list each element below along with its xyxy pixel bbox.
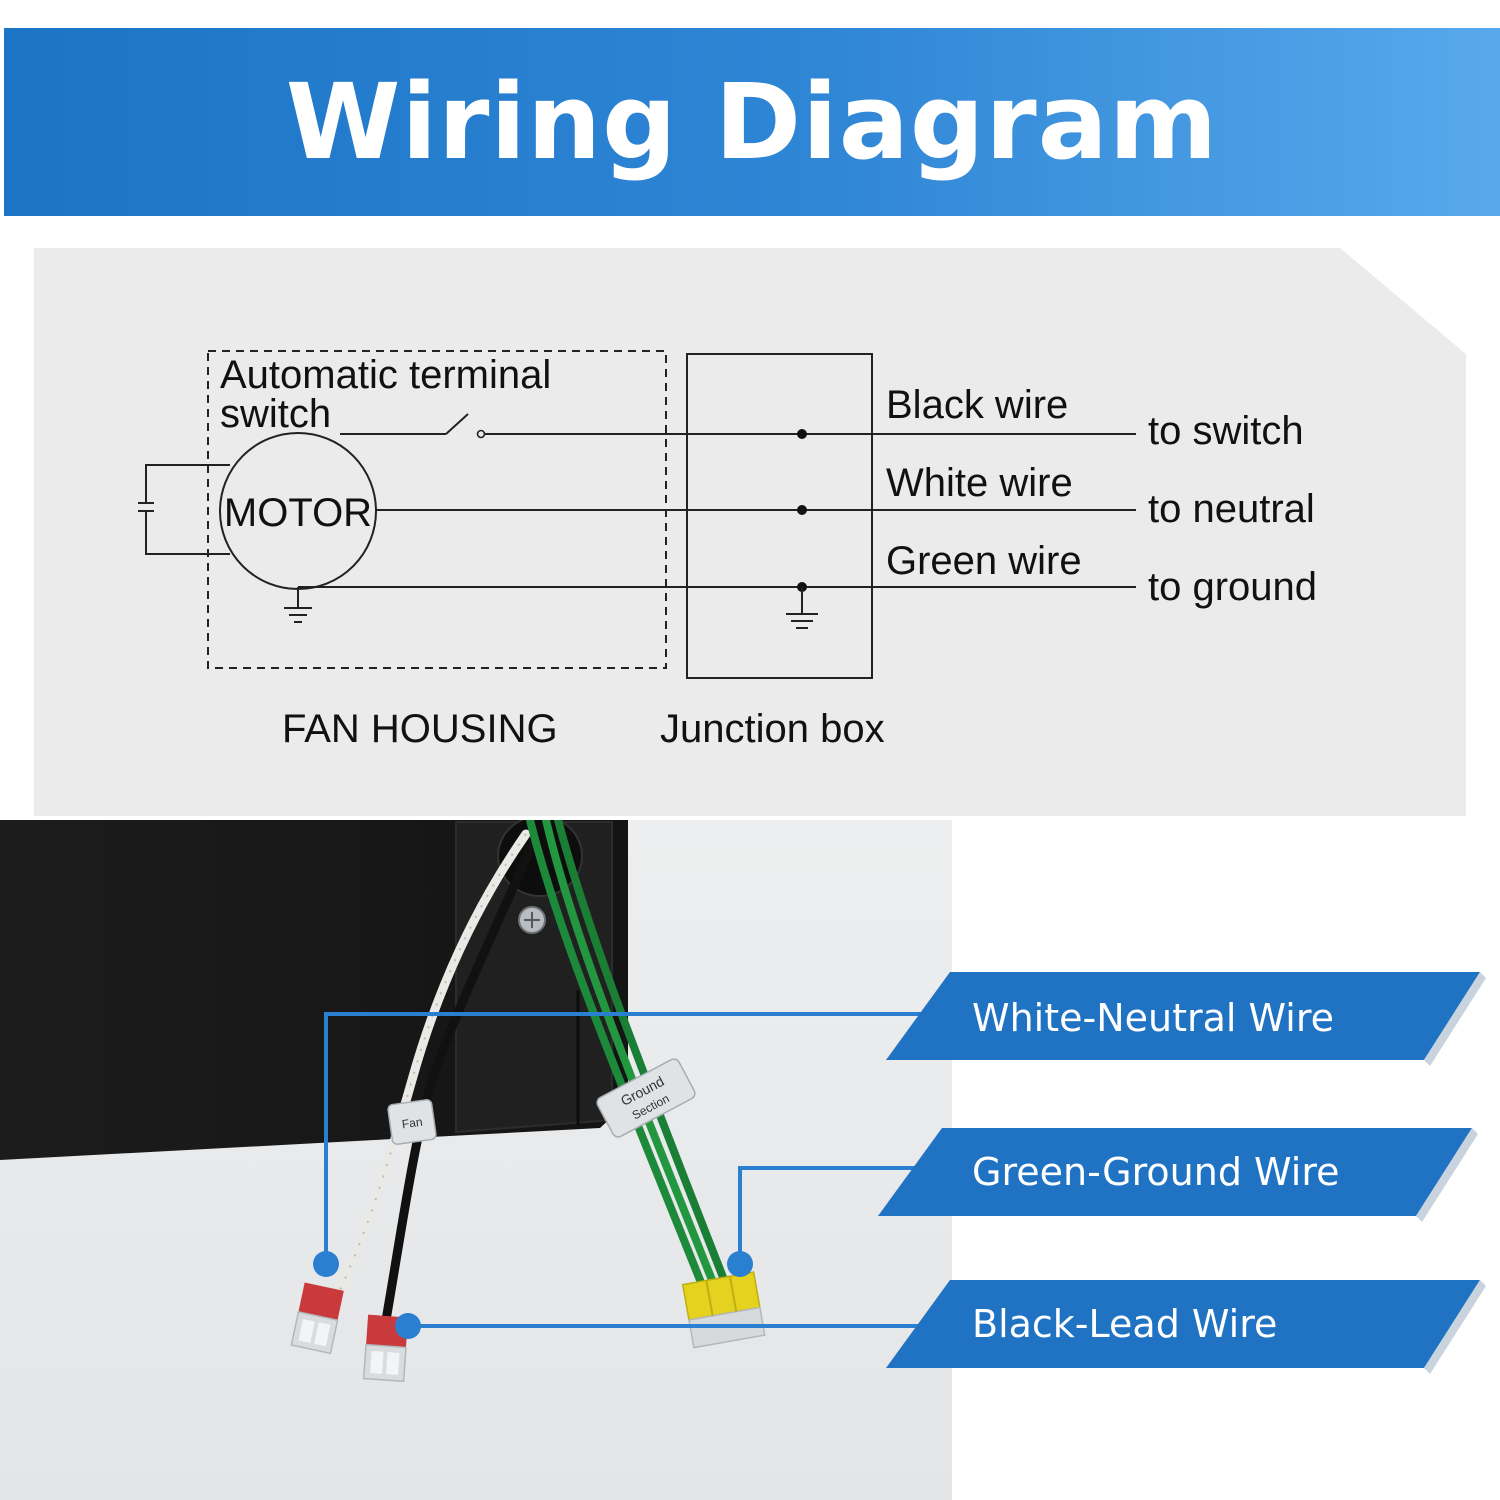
- leader-white-neutral: [324, 1012, 925, 1264]
- white-wire-shadow: [339, 833, 527, 1291]
- switch-label-line1: Automatic terminal: [220, 353, 551, 397]
- callout-shadow-white-neutral: [1424, 972, 1486, 1066]
- leader-dot-green-ground: [727, 1251, 753, 1277]
- callout-green-ground: Green-Ground Wire: [972, 1150, 1340, 1194]
- switch-lever: [445, 413, 469, 435]
- green-wire-c: [554, 820, 732, 1294]
- schematic-panel: Automatic terminal switch MOTOR Black wi…: [34, 248, 1466, 816]
- fan-housing-label: FAN HOUSING: [282, 707, 558, 751]
- wire-name-white: White wire: [886, 461, 1073, 505]
- junction-box-label: Junction box: [660, 707, 885, 751]
- red-connector-white: [290, 1282, 344, 1355]
- motor-ground-icon: [284, 587, 312, 623]
- leader-green-ground: [738, 1166, 915, 1264]
- fan-tag: Fan: [387, 1099, 437, 1145]
- panel-background: [34, 248, 1466, 816]
- page-title: Wiring Diagram: [285, 61, 1219, 183]
- callout-white-neutral: White-Neutral Wire: [972, 996, 1335, 1040]
- callout-shadow-black-lead: [1424, 1280, 1486, 1374]
- leader-dot-black-lead: [395, 1313, 421, 1339]
- callout-bg-white-neutral: [886, 972, 1480, 1060]
- callout-shadow-green-ground: [1416, 1128, 1478, 1222]
- black-wire-junction-dot: [797, 429, 807, 439]
- callout-bg-green-ground: [878, 1128, 1472, 1216]
- motor-label: MOTOR: [224, 491, 372, 535]
- white-wire-junction-dot: [797, 505, 807, 515]
- capacitor-lead-top: [145, 464, 230, 503]
- yellow-connector-ground: [681, 1271, 766, 1349]
- leader-dot-white-neutral: [313, 1251, 339, 1277]
- wire-name-black: Black wire: [886, 383, 1068, 427]
- wire-dest-white: to neutral: [1148, 487, 1315, 531]
- callout-black-lead: Black-Lead Wire: [972, 1302, 1278, 1346]
- junction-box: [686, 353, 873, 679]
- capacitor-lead-bottom: [145, 511, 230, 555]
- screw-icon: [518, 906, 546, 934]
- title-banner: Wiring Diagram: [4, 28, 1500, 216]
- wiring-photo: Ground Section Fan: [0, 820, 1486, 1500]
- callout-bg-black-lead: [886, 1280, 1480, 1368]
- wire-name-green: Green wire: [886, 539, 1082, 583]
- wire-dest-black: to switch: [1148, 409, 1304, 453]
- black-wire: [381, 835, 539, 1325]
- switch-contact: [476, 429, 486, 439]
- junction-ground-icon: [786, 587, 818, 629]
- green-wire-a: [526, 820, 708, 1294]
- green-wire-b: [542, 820, 720, 1294]
- wire-dest-green: to ground: [1148, 565, 1317, 609]
- fan-tag-text: Fan: [401, 1115, 423, 1132]
- switch-label-line2: switch: [220, 392, 331, 436]
